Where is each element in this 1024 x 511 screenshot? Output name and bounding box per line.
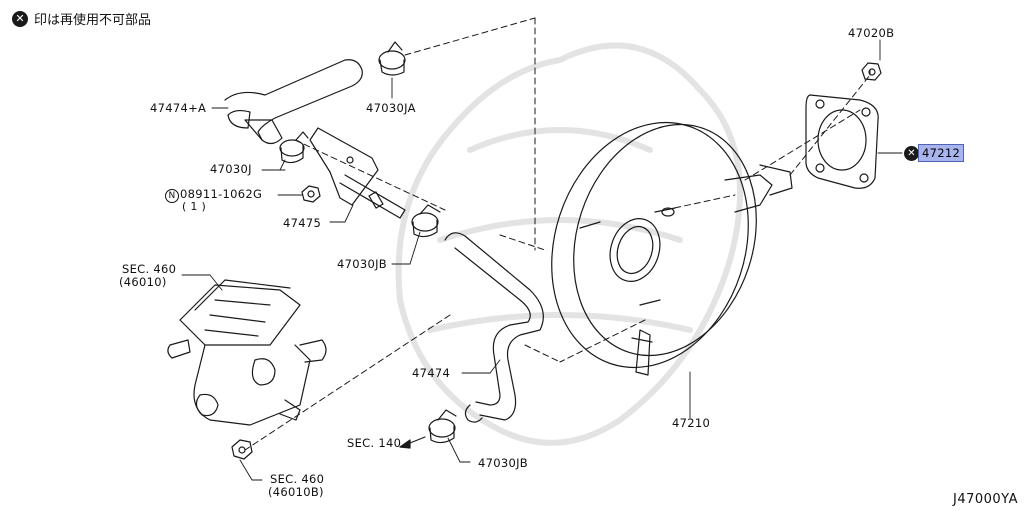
label-47030jb-lower[interactable]: 47030JB — [478, 456, 528, 470]
label-sec460-a[interactable]: SEC. 460 — [122, 262, 177, 276]
circled-n-icon: N — [165, 189, 179, 203]
x-circle-icon: ✕ — [904, 145, 919, 161]
label-sec140[interactable]: SEC. 140 — [347, 436, 402, 450]
nut-sec460-b — [231, 439, 253, 460]
clamp-47030ja — [378, 41, 406, 76]
x-circle-icon: ✕ — [12, 10, 28, 27]
gasket-47212 — [805, 94, 879, 189]
hose-47474a — [224, 59, 363, 145]
label-08911-qty: ( 1 ) — [182, 200, 207, 213]
nut-47020b — [861, 62, 882, 81]
label-47475[interactable]: 47475 — [283, 216, 322, 230]
clamp-47030jb-upper — [411, 204, 441, 238]
hose-47474 — [444, 232, 544, 423]
label-08911-text: 08911-1062G — [180, 187, 263, 201]
label-47030j[interactable]: 47030J — [210, 162, 252, 176]
label-47212-code: 47212 — [918, 144, 965, 162]
legend: ✕ 印は再使用不可部品 — [12, 9, 151, 28]
master-cylinder — [167, 279, 327, 426]
watermark — [395, 42, 743, 446]
label-47210[interactable]: 47210 — [672, 416, 711, 430]
label-sec460-b-code: (46010B) — [268, 485, 324, 499]
clamp-47030jb-lower — [428, 409, 457, 444]
label-47020b[interactable]: 47020B — [848, 26, 895, 40]
label-sec460-a-code: (46010) — [119, 275, 167, 289]
clamp-47030j — [279, 131, 309, 164]
nut-08911 — [301, 185, 321, 203]
bracket-47475 — [309, 127, 406, 219]
brake-booster-47210 — [551, 121, 793, 376]
label-sec460-b[interactable]: SEC. 460 — [270, 472, 325, 486]
legend-text: 印は再使用不可部品 — [34, 13, 152, 28]
label-47030ja[interactable]: 47030JA — [366, 101, 416, 115]
label-47212[interactable]: ✕ 47212 — [904, 144, 965, 162]
dashed-leaders — [244, 17, 871, 451]
label-47030jb-upper[interactable]: 47030JB — [337, 257, 387, 271]
arrow-sec140 — [399, 436, 426, 449]
diagram-reference: J47000YA — [952, 492, 1018, 507]
label-47474a[interactable]: 47474+A — [150, 101, 207, 115]
label-47474[interactable]: 47474 — [412, 366, 451, 380]
leader-lines — [181, 39, 903, 481]
